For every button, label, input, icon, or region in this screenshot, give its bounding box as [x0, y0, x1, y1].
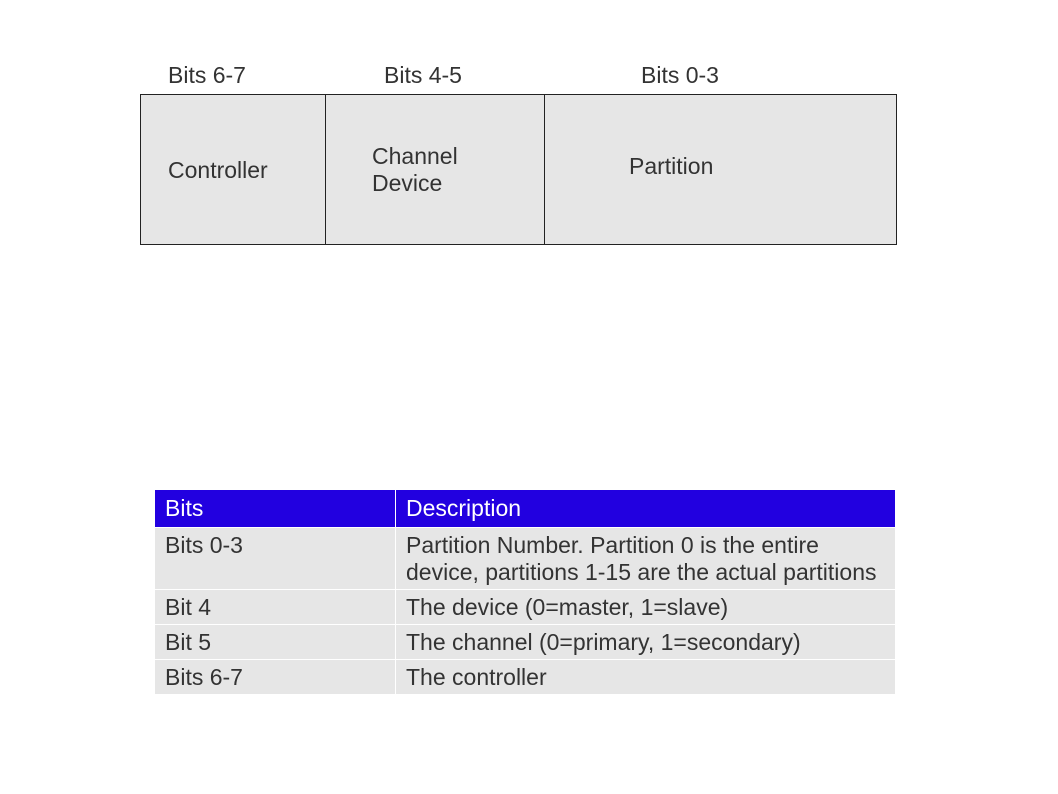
description-cell: The channel (0=primary, 1=secondary)	[395, 623, 896, 660]
description-cell: The controller	[395, 658, 896, 695]
table-header-row: Bits Description	[154, 490, 896, 528]
channel-device-field	[325, 94, 545, 245]
table-row: Bits 6-7 The controller	[154, 658, 896, 695]
bits-column-header: Bits	[154, 490, 396, 528]
bits-0-3-label: Bits 0-3	[641, 62, 719, 88]
table-row: Bit 5 The channel (0=primary, 1=secondar…	[154, 623, 896, 660]
bits-6-7-label: Bits 6-7	[168, 62, 246, 88]
table-row: Bit 4 The device (0=master, 1=slave)	[154, 588, 896, 625]
description-column-header: Description	[395, 490, 896, 528]
description-cell: The device (0=master, 1=slave)	[395, 588, 896, 625]
table-row: Bits 0-3 Partition Number. Partition 0 i…	[154, 526, 896, 590]
bit-description-table: Bits Description Bits 0-3 Partition Numb…	[154, 490, 896, 695]
description-line: Partition Number. Partition 0 is the ent…	[406, 531, 819, 558]
bits-cell: Bit 5	[154, 623, 396, 660]
controller-field-label: Controller	[168, 157, 268, 183]
device-field-label: Device	[372, 170, 443, 196]
description-cell: Partition Number. Partition 0 is the ent…	[395, 526, 896, 590]
channel-field-label: Channel	[372, 143, 458, 169]
partition-field-label: Partition	[629, 153, 714, 179]
bits-cell: Bits 0-3	[154, 526, 396, 590]
bits-cell: Bits 6-7	[154, 658, 396, 695]
partition-field	[544, 94, 897, 245]
description-line: device, partitions 1-15 are the actual p…	[406, 558, 877, 585]
bits-4-5-label: Bits 4-5	[384, 62, 462, 88]
bits-cell: Bit 4	[154, 588, 396, 625]
